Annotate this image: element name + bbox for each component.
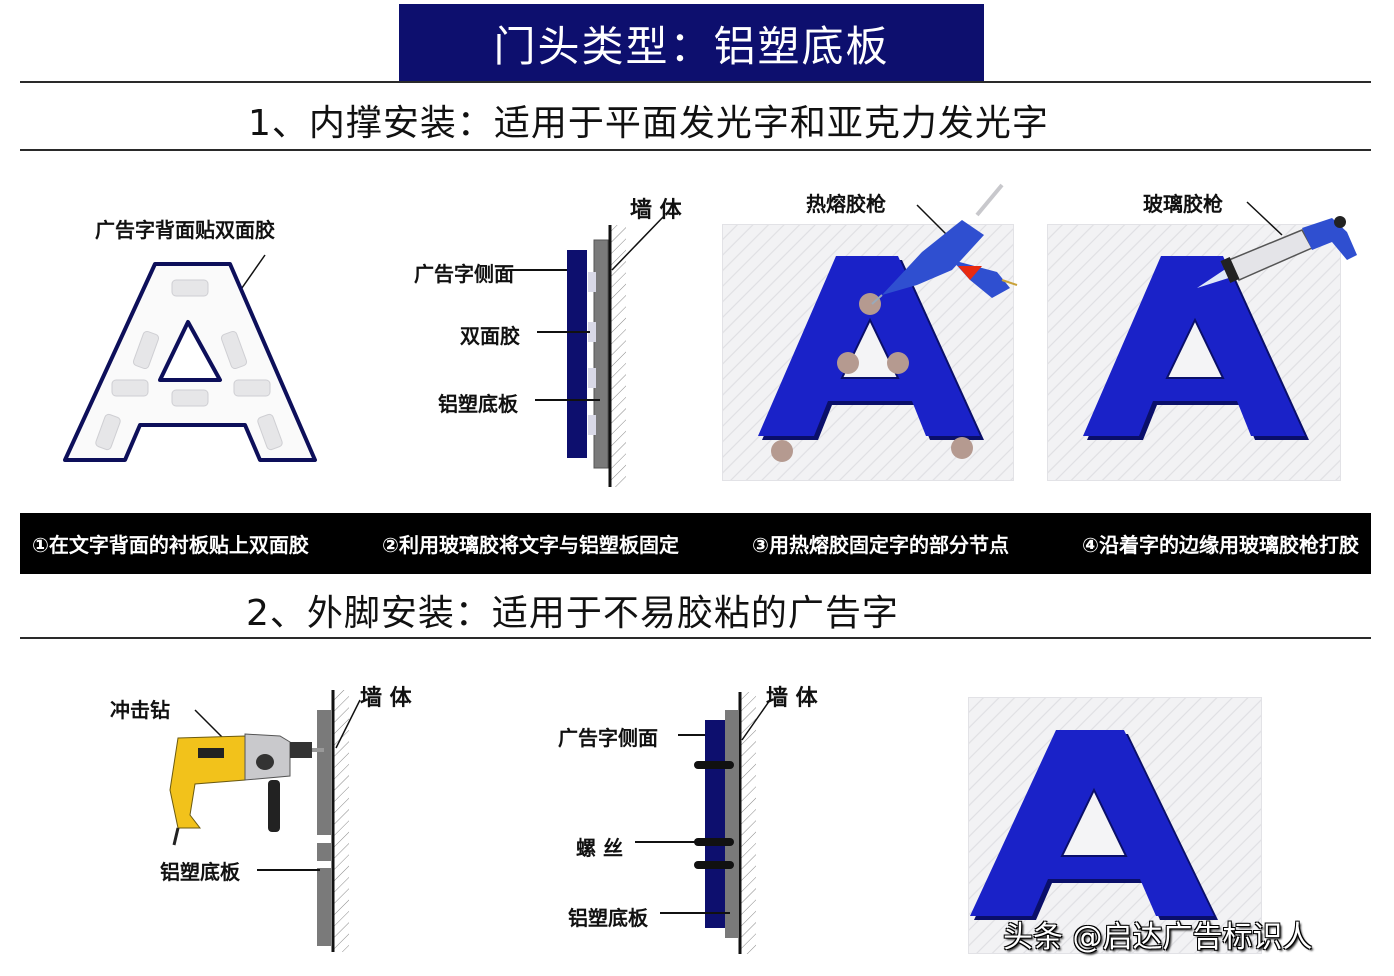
section2-title: 2、外脚安装：适用于不易胶粘的广告字 [246,593,899,634]
watermark: 头条 @启达广告标识人 [1003,920,1313,955]
diagram-b-label-board: 铝塑底板 [438,392,518,416]
finished-letter-diagram [970,730,1218,920]
diagram-f-label-screw: 螺 丝 [576,836,623,860]
diagram-f-label-letter-side: 广告字侧面 [558,726,658,750]
side-section-screw-diagram [635,692,771,954]
divider-top [20,81,1371,83]
diagram-d-label: 玻璃胶枪 [1143,192,1223,216]
diagram-a-label: 广告字背面贴双面胶 [95,218,275,242]
diagram-b-label-tape: 双面胶 [460,324,520,348]
hot-glue-letter-diagram [758,183,1018,462]
section1-title: 1、内撑安装：适用于平面发光字和亚克力发光字 [248,103,1049,144]
step-1: ①在文字背面的衬板贴上双面胶 [32,533,309,557]
page-title-banner: 门头类型：铝塑底板 [399,4,984,82]
step-2: ②利用玻璃胶将文字与铝塑板固定 [382,533,679,557]
diagram-e-drill-label: 冲击钻 [110,698,170,722]
divider-section1 [20,149,1371,151]
impact-drill-diagram [169,690,361,952]
step-4: ④沿着字的边缘用玻璃胶枪打胶 [1082,533,1359,557]
outline-letter-a-diagram [63,254,317,462]
diagram-b-wall-label: 墙 体 [630,198,682,223]
step-3: ③用热熔胶固定字的部分节点 [752,533,1009,557]
diagram-e-wall-label: 墙 体 [360,686,412,711]
caulk-gun-letter-diagram [1083,201,1357,440]
side-section-tape-diagram [508,214,666,487]
page-title: 门头类型：铝塑底板 [493,21,890,71]
diagram-e-board-label: 铝塑底板 [160,860,240,884]
diagram-b-label-letter-side: 广告字侧面 [414,262,514,286]
steps-bar: ①在文字背面的衬板贴上双面胶 ②利用玻璃胶将文字与铝塑板固定 ③用热熔胶固定字的… [20,513,1371,574]
diagram-f-label-board: 铝塑底板 [568,906,648,930]
diagram-f-wall-label: 墙 体 [766,686,818,711]
diagram-c-label: 热熔胶枪 [806,192,886,216]
divider-section2 [20,637,1371,639]
